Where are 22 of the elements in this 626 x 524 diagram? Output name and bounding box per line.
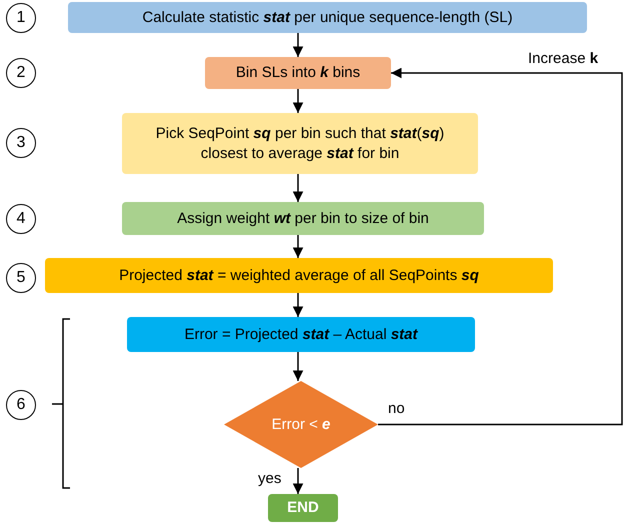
arrow	[292, 33, 304, 57]
arrow	[378, 68, 623, 426]
step-number-circle: 6	[6, 390, 36, 420]
process-box: Projected stat = weighted average of all SeqPoints sq	[45, 258, 553, 293]
process-box: Calculate statistic stat per unique sequence-length (SL)	[68, 2, 587, 33]
arrow	[292, 293, 304, 317]
process-box: Error = Projected stat – Actual stat	[127, 317, 475, 352]
arrow	[292, 352, 304, 381]
process-box: Pick SeqPoint sq per bin such that stat(sq) closest to average stat for bin	[122, 113, 478, 174]
process-box: Assign weight wt per bin to size of bin	[122, 202, 484, 235]
process-box: Bin SLs into k bins	[205, 57, 391, 89]
decision-diamond: Error < e	[224, 381, 378, 468]
arrow	[292, 89, 304, 113]
arrow	[292, 174, 304, 202]
arrow	[292, 468, 304, 494]
step-number-circle: 1	[6, 3, 36, 33]
arrow	[292, 235, 304, 258]
step-number-circle: 5	[6, 263, 36, 293]
process-box: END	[268, 494, 338, 522]
step-number-circle: 2	[6, 58, 36, 88]
step-number-circle: 4	[6, 204, 36, 234]
step-number-circle: 3	[6, 128, 36, 158]
